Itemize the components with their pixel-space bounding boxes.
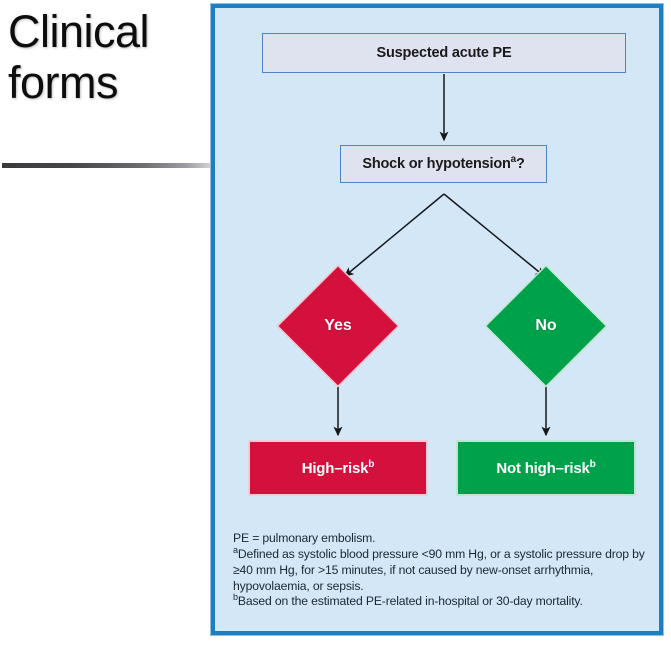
flow-node-shock-or-hypotension-label: Shock or hypotensiona? xyxy=(362,154,525,172)
flow-node-yes-label: Yes xyxy=(324,317,352,334)
flow-node-no-label: No xyxy=(535,317,557,334)
page-title-line-2: forms xyxy=(8,57,119,109)
flow-node-no-diamond[interactable]: No xyxy=(486,266,606,386)
flow-node-yes-diamond[interactable]: Yes xyxy=(278,266,398,386)
high-risk-label-superscript: b xyxy=(368,458,375,470)
connector-shock-to-no xyxy=(443,193,545,277)
flow-node-not-high-risk-label: Not high–riskb xyxy=(496,458,596,477)
footnote-b-text: Based on the estimated PE-related in-hos… xyxy=(237,594,583,609)
page-title-line-1: Clinical xyxy=(8,6,150,57)
title-divider-rule xyxy=(2,163,210,168)
flow-node-shock-or-hypotension[interactable]: Shock or hypotensiona? xyxy=(340,145,547,183)
footnote-a: aDefined as systolic blood pressure <90 … xyxy=(233,544,647,595)
slide-title-block: Clinical forms xyxy=(8,6,213,156)
footnote-abbreviation: PE = pulmonary embolism. xyxy=(233,531,376,545)
footnote-a-text: Defined as systolic blood pressure <90 m… xyxy=(233,546,645,593)
footnote-a-marker: a xyxy=(233,544,238,555)
flow-node-high-risk-label: High–riskb xyxy=(301,458,375,477)
shock-label-superscript: a xyxy=(510,154,516,166)
shock-label-text: Shock or hypotension xyxy=(362,156,511,172)
high-risk-label-text: High–risk xyxy=(301,459,369,477)
flow-node-not-high-risk[interactable]: Not high–riskb xyxy=(456,440,636,496)
connector-shock-to-yes xyxy=(344,193,445,277)
not-high-risk-label-superscript: b xyxy=(589,458,596,470)
shock-label-suffix: ? xyxy=(515,156,525,172)
not-high-risk-label-text: Not high–risk xyxy=(496,459,590,477)
footnote-b-marker: b xyxy=(233,592,238,603)
footnotes-block: PE = pulmonary embolism. aDefined as sys… xyxy=(233,531,647,610)
flow-node-suspected-acute-pe[interactable]: Suspected acute PE xyxy=(262,33,626,73)
flowchart-panel: Suspected acute PE Shock or hypotensiona… xyxy=(210,3,664,636)
flow-node-high-risk[interactable]: High–riskb xyxy=(248,440,428,496)
footnote-b: bBased on the estimated PE-related in-ho… xyxy=(233,592,647,610)
flow-node-suspected-acute-pe-label: Suspected acute PE xyxy=(376,45,512,61)
